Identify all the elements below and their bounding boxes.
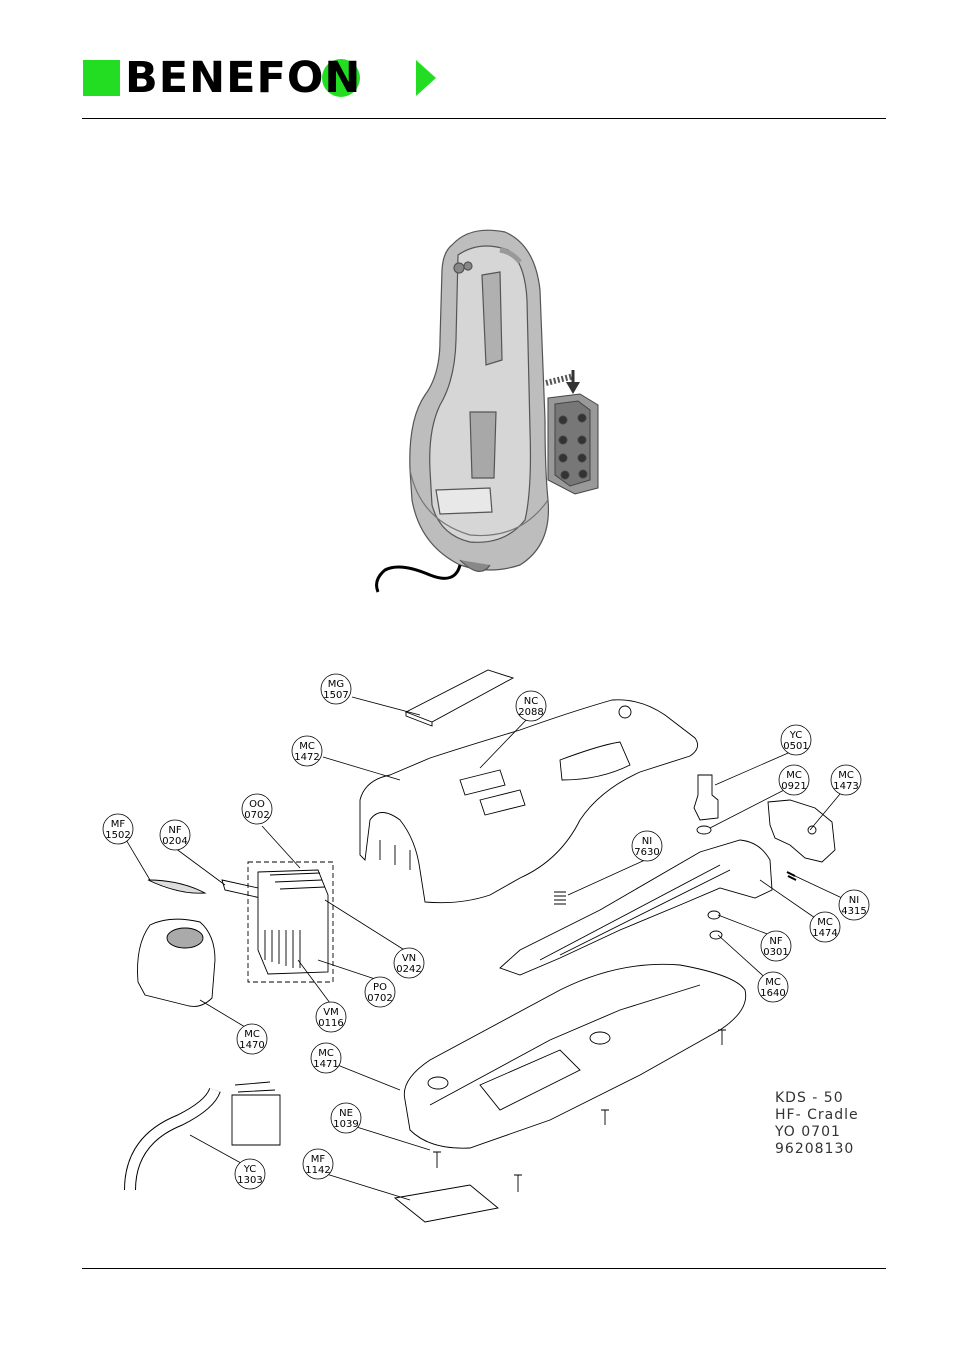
callout-code: YC (243, 1164, 257, 1175)
callout-code: NI (642, 836, 652, 847)
callout-code: MC (838, 770, 854, 781)
model-code: KDS - 50 (775, 1090, 859, 1107)
callout-code: MF (111, 819, 126, 830)
callout-number: 0242 (396, 964, 421, 975)
callout-code: VM (323, 1007, 338, 1018)
callout-code: MC (786, 770, 802, 781)
callout-number: 2088 (518, 707, 543, 718)
callout-code: MC (244, 1029, 260, 1040)
callout-number: 0501 (783, 741, 808, 752)
callout-code: VN (402, 953, 416, 964)
callout-number: 1473 (833, 781, 858, 792)
callout-number: 1474 (812, 928, 837, 939)
title-block: KDS - 50 HF- Cradle YO 0701 96208130 (775, 1090, 859, 1158)
callout-number: 0204 (162, 836, 187, 847)
product-name: HF- Cradle (775, 1107, 859, 1124)
callout-code: MC (817, 917, 833, 928)
callout-number: 0921 (781, 781, 806, 792)
callout-code: MC (299, 741, 315, 752)
callout-number: 1470 (239, 1040, 264, 1051)
callout-code: NI (849, 895, 859, 906)
callout-code: MC (765, 977, 781, 988)
callout-code: OO (249, 799, 265, 810)
slide-arrow (546, 370, 580, 394)
product-code: YO 0701 (775, 1124, 859, 1141)
mounting-plate (548, 394, 598, 494)
callout-code: NF (168, 825, 181, 836)
callout-number: 0702 (244, 810, 269, 821)
callout-nc-2088: NC2088 (516, 691, 546, 721)
callout-code: MG (328, 679, 344, 690)
callout-number: 1472 (294, 752, 319, 763)
callout-code: YC (789, 730, 803, 741)
assembled-cradle (410, 230, 549, 571)
callout-number: 1507 (323, 690, 348, 701)
callout-number: 0301 (763, 947, 788, 958)
exploded-parts (130, 670, 835, 1222)
callout-number: 1142 (305, 1165, 330, 1176)
callout-number: 1039 (333, 1119, 358, 1130)
callout-number: 1471 (313, 1059, 338, 1070)
callout-code: MF (311, 1154, 326, 1165)
document-number: 96208130 (775, 1141, 859, 1158)
callout-code: MC (318, 1048, 334, 1059)
callout-code: NE (339, 1108, 353, 1119)
callout-ne-1039: NE1039 (331, 1103, 361, 1133)
callout-number: 1640 (760, 988, 785, 999)
callout-vm-0116: VM0116 (316, 1002, 346, 1032)
callout-code: NF (769, 936, 782, 947)
cable (377, 565, 460, 592)
callout-number: 1303 (237, 1175, 262, 1186)
callout-number: 0116 (318, 1018, 343, 1029)
callout-number: 4315 (841, 906, 866, 917)
callout-code: NC (524, 696, 538, 707)
callout-number: 1502 (105, 830, 130, 841)
callout-number: 0702 (367, 993, 392, 1004)
callout-number: 7630 (634, 847, 659, 858)
callout-code: PO (373, 982, 387, 993)
